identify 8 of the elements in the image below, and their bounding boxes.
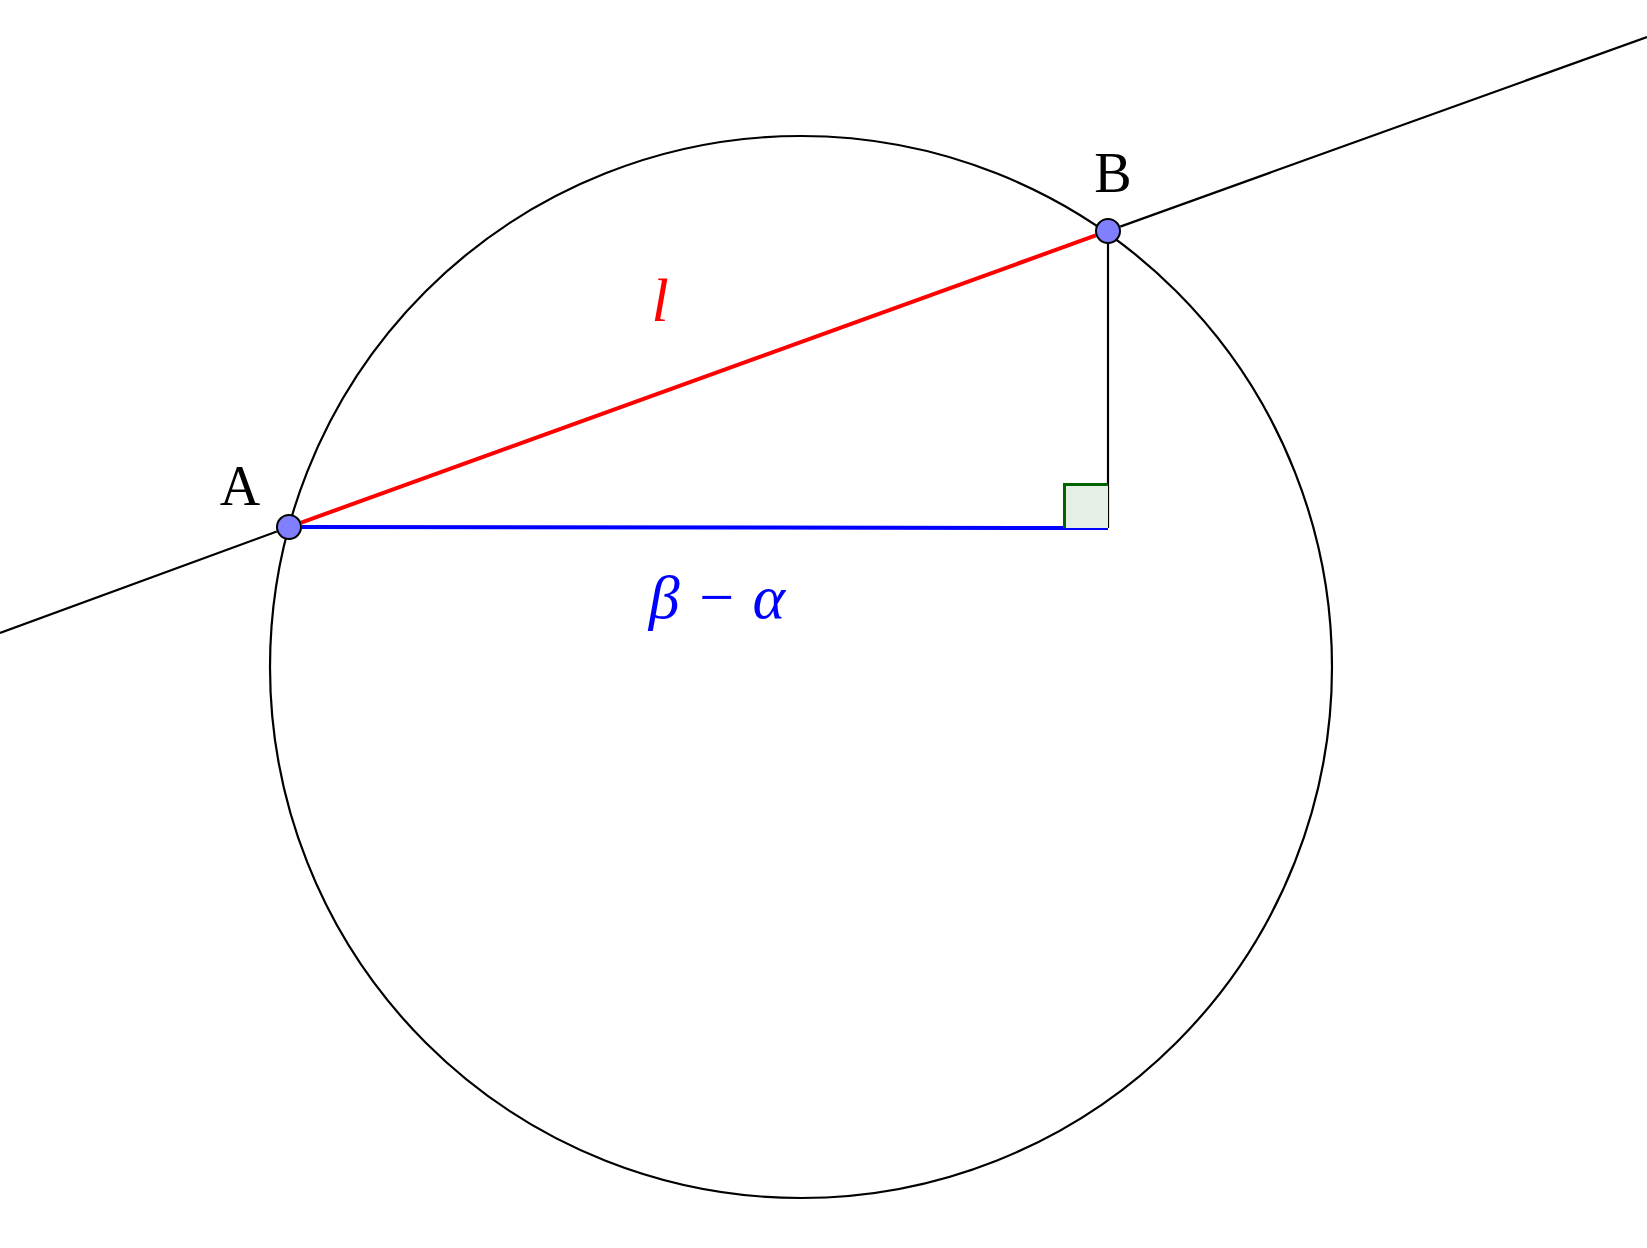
point-label: A	[219, 458, 261, 514]
point-label: B	[1094, 145, 1132, 201]
line	[1106, 244, 1110, 528]
right-angle-mark	[1063, 483, 1108, 528]
line-segment	[300, 233, 1097, 525]
line	[1119, 35, 1647, 228]
line-segment	[302, 525, 1108, 530]
line	[0, 530, 278, 635]
